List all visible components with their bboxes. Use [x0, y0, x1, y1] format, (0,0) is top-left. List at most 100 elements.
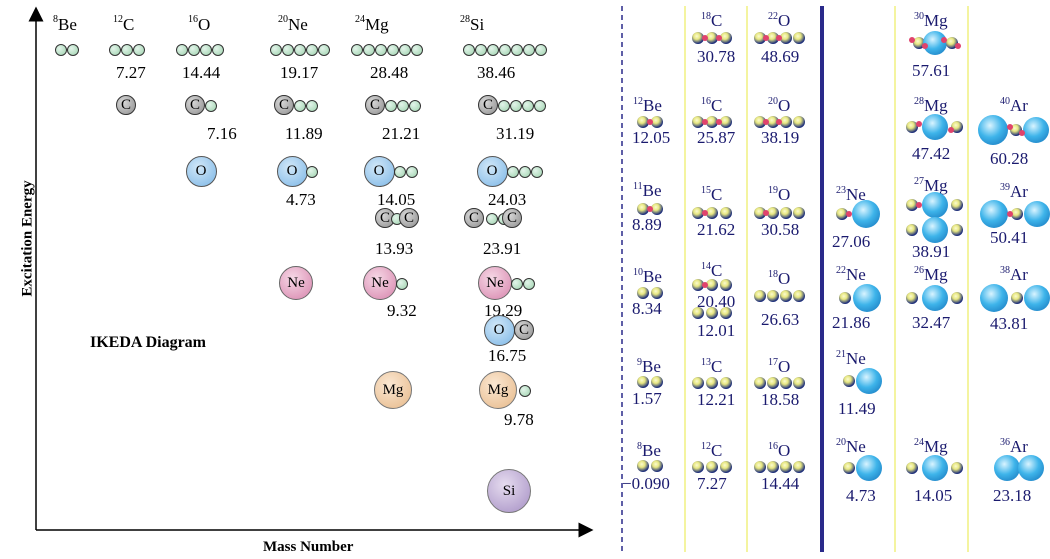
alpha-cluster [720, 279, 732, 291]
nucleus-label-si: 28Si [460, 14, 485, 34]
valence-neutron [702, 210, 708, 216]
nucleus-label: 38Ar [1000, 265, 1028, 284]
alpha-cluster [793, 207, 805, 219]
carbon-core: C [502, 208, 522, 228]
value-label: 24.03 [488, 190, 527, 209]
alpha-particle [188, 44, 200, 56]
core-nucleus [922, 192, 948, 218]
neon-core: Ne [478, 266, 512, 300]
neon-core: Ne [279, 266, 313, 300]
nucleus-label: 20O [768, 96, 791, 115]
alpha-particle [397, 100, 409, 112]
core-nucleus [856, 368, 882, 394]
value-label: 23.91 [483, 239, 522, 258]
alpha-cluster [706, 307, 718, 319]
energy-value: 43.81 [990, 314, 1029, 333]
alpha-particle [318, 44, 330, 56]
core-nucleus [994, 455, 1020, 481]
nucleus-label: 39Ar [1000, 182, 1028, 201]
valence-neutron [763, 119, 769, 125]
alpha-particle [394, 166, 406, 178]
alpha-particle [176, 44, 188, 56]
valence-neutron [776, 35, 782, 41]
nucleus-label: 28Mg [914, 96, 948, 115]
nucleus-label: 30Mg [914, 11, 948, 30]
alpha-particle [519, 385, 531, 397]
alpha-cluster [793, 290, 805, 302]
alpha-cluster [651, 376, 663, 388]
alpha-particle [399, 44, 411, 56]
valence-neutron [846, 211, 852, 217]
alpha-cluster [637, 203, 649, 215]
alpha-particle [531, 166, 543, 178]
nucleus-label: 16C [701, 96, 723, 115]
alpha-particle [205, 100, 217, 112]
energy-value: 4.73 [846, 486, 876, 505]
neon-core: Ne [363, 266, 397, 300]
alpha-particle [67, 44, 79, 56]
alpha-particle [475, 44, 487, 56]
carbon-core: C [464, 208, 484, 228]
alpha-cluster [651, 460, 663, 472]
valence-neutron [922, 43, 928, 49]
alpha-cluster [720, 116, 732, 128]
alpha-particle [306, 44, 318, 56]
carbon-core: C [274, 95, 294, 115]
oxygen-core: O [476, 155, 508, 187]
alpha-cluster [637, 460, 649, 472]
alpha-cluster [767, 461, 779, 473]
oxygen-core: O [363, 155, 395, 187]
core-nucleus [922, 285, 948, 311]
alpha-particle [463, 44, 475, 56]
magnesium-core: Mg [479, 371, 517, 409]
nucleus-label: 14C [701, 261, 723, 280]
alpha-cluster [706, 279, 718, 291]
nucleus-label: 8Be [637, 441, 661, 460]
nucleus-label: 26Mg [914, 265, 948, 284]
alpha-cluster [651, 116, 663, 128]
valence-neutron [776, 119, 782, 125]
energy-value: 7.27 [697, 474, 727, 493]
core-nucleus [978, 115, 1008, 145]
alpha-cluster [706, 377, 718, 389]
alpha-cluster [1011, 292, 1023, 304]
energy-value: 25.87 [697, 128, 736, 147]
axes [28, 6, 594, 538]
valence-neutron [916, 121, 922, 127]
silicon-core: Si [487, 469, 531, 513]
alpha-cluster [692, 461, 704, 473]
valence-neutron [647, 119, 653, 125]
value-label: 11.89 [285, 124, 323, 143]
nucleus-label: 15C [701, 185, 723, 204]
alpha-particle [409, 100, 421, 112]
energy-value: 38.91 [912, 242, 951, 261]
nucleus-label: 11Be [633, 181, 662, 200]
value-label: 9.78 [504, 410, 534, 429]
core-nucleus [922, 114, 948, 140]
alpha-cluster [951, 224, 963, 236]
alpha-particle [523, 44, 535, 56]
alpha-particle [487, 44, 499, 56]
alpha-cluster [906, 121, 918, 133]
alpha-particle [499, 44, 511, 56]
nucleus-label: 12Be [633, 96, 662, 115]
energy-value: 12.01 [697, 321, 736, 340]
value-label: 19.17 [280, 63, 319, 82]
value-label: 21.21 [382, 124, 421, 143]
core-nucleus [1024, 285, 1050, 311]
alpha-particle [511, 44, 523, 56]
alpha-particle [510, 100, 522, 112]
carbon-core: C [478, 95, 498, 115]
energy-value: 48.69 [761, 47, 800, 66]
alpha-cluster [692, 32, 704, 44]
alpha-cluster [692, 279, 704, 291]
alpha-particle [306, 100, 318, 112]
alpha-cluster [754, 290, 766, 302]
alpha-cluster [767, 290, 779, 302]
alpha-particle [534, 100, 546, 112]
alpha-cluster [720, 461, 732, 473]
alpha-particle [306, 166, 318, 178]
energy-value: 12.05 [632, 128, 671, 147]
energy-value: 14.44 [761, 474, 800, 493]
